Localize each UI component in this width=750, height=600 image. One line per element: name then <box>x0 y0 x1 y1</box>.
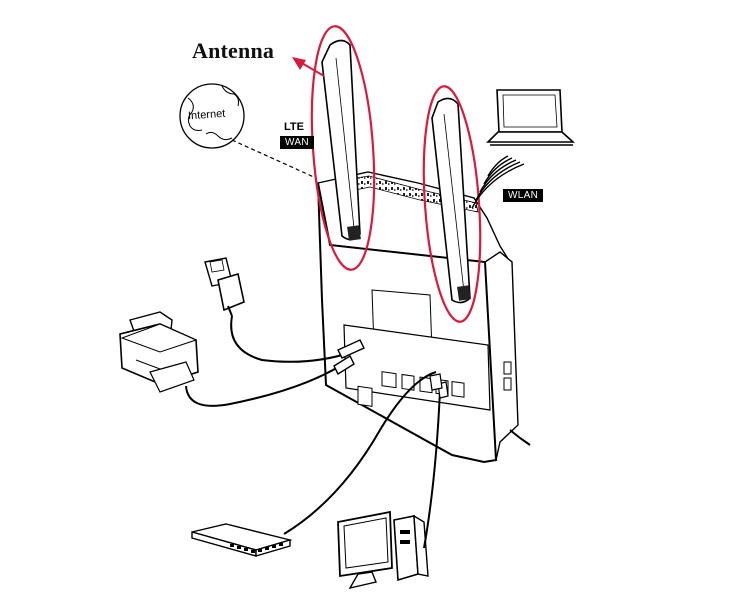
antenna-highlight-ring <box>310 25 376 271</box>
internet-globe-icon <box>179 83 245 149</box>
power-cable <box>230 315 353 363</box>
lte-label: LTE <box>284 121 304 133</box>
switch-cable <box>283 371 437 535</box>
network-switch-icon <box>191 523 293 557</box>
printer-cable <box>185 365 341 407</box>
callout-arrow <box>292 57 325 77</box>
antenna-callout-label: Antenna <box>192 38 275 63</box>
power-adapter-icon <box>204 257 245 317</box>
desktop-computer-icon <box>337 510 429 590</box>
router-icon <box>317 171 531 464</box>
wan-dashed-link <box>231 139 317 179</box>
wan-badge: WAN <box>280 136 314 149</box>
desktop-cable <box>423 389 441 549</box>
antenna-icon <box>321 39 361 241</box>
wlan-badge: WLAN <box>503 189 544 202</box>
printer-icon <box>119 311 199 393</box>
antenna-icon <box>431 97 471 304</box>
laptop-icon <box>486 89 576 146</box>
antenna-highlight-ring <box>422 85 482 323</box>
wifi-signal-icon <box>471 155 525 209</box>
